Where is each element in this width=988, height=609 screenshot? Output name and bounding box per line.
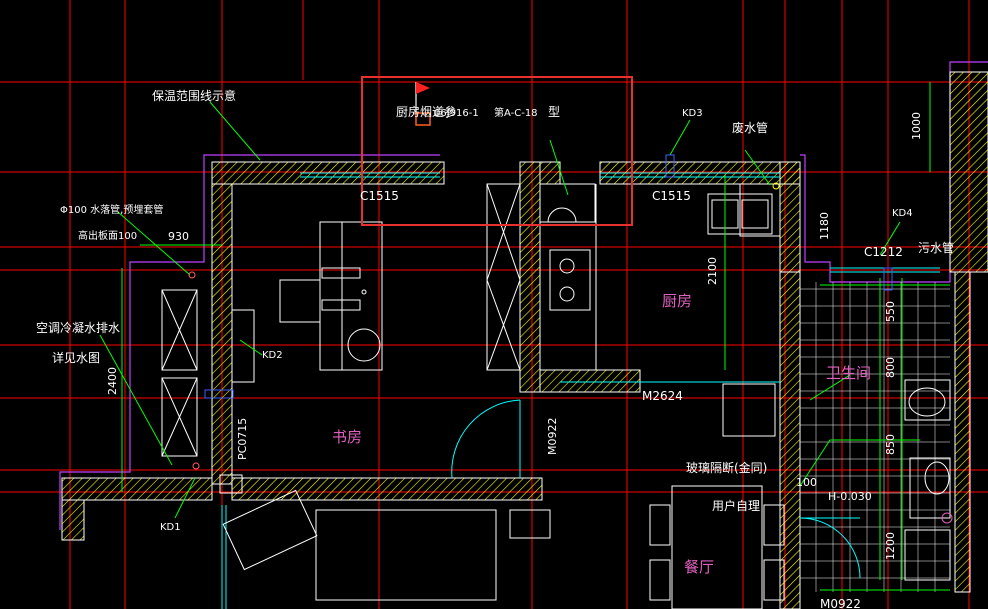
pipe-note-2-label: 高出板面100	[78, 229, 137, 242]
dim-1000-label: 1000	[910, 112, 923, 140]
ac-note-1-label: 空调冷凝水排水	[36, 320, 120, 335]
m2624-label: M2624	[642, 389, 683, 403]
room-dining-label: 餐厅	[684, 558, 714, 576]
dim-1180-label: 1180	[818, 212, 831, 240]
c1212-label: C1212	[864, 245, 903, 259]
doors	[451, 399, 861, 579]
kitchen-flue-label: 厨房烟道参	[396, 104, 456, 119]
ac-note-2-label: 详见水图	[52, 350, 100, 365]
ac-shaft	[161, 289, 198, 457]
m0922-label: M0922	[546, 418, 559, 456]
kd3-label: KD3	[682, 108, 703, 119]
flag-icon[interactable]	[415, 82, 431, 126]
flue-type-suffix-label: 型	[548, 105, 560, 119]
dim-550-label: 550	[884, 301, 897, 322]
room-kitchen-label: 厨房	[662, 292, 692, 310]
flue-type-label: 第A-C-18	[494, 106, 538, 119]
flue-ref-label: 06J916-1	[434, 108, 479, 119]
dim-850-label: 850	[884, 434, 897, 455]
dim-2400-label: 2400	[106, 367, 119, 395]
dim-100-label: 100	[796, 476, 817, 489]
windows	[221, 172, 940, 609]
selection-highlight-box[interactable]	[361, 76, 633, 226]
kitchen-flue-shaft	[486, 183, 596, 371]
kd1-label: KD1	[160, 522, 181, 533]
walls	[61, 71, 988, 609]
c1515-right-label: C1515	[652, 189, 691, 203]
h-level-label: H-0.030	[828, 490, 872, 503]
dim-2100-label: 2100	[706, 257, 719, 285]
m0922-bottom-label: M0922	[820, 597, 861, 609]
kd2-label: KD2	[262, 350, 283, 361]
glass-partition-label: 玻璃隔断(金同)	[686, 460, 767, 475]
bathroom-floor-tiles	[800, 282, 950, 592]
room-bathroom-label: 卫生间	[826, 364, 871, 382]
dim-800-label: 800	[884, 357, 897, 378]
room-study-label: 书房	[332, 428, 362, 446]
bathroom-fixtures	[904, 379, 953, 581]
dim-1200-label: 1200	[884, 532, 897, 560]
markers	[188, 154, 893, 470]
insulation-note-label: 保温范围线示意	[152, 88, 236, 103]
waste-pipe-label: 废水管	[732, 120, 768, 135]
sewage-pipe-label: 污水管	[918, 240, 954, 255]
pc0715-label: PC0715	[236, 418, 249, 460]
pipe-note-1-label: Φ100 水落管,预埋套管	[60, 203, 163, 216]
dim-930-label: 930	[168, 230, 189, 243]
study-desk	[219, 221, 551, 601]
c1515-left-label: C1515	[360, 189, 399, 203]
user-self-label: 用户自理	[712, 498, 760, 513]
dining-furniture	[649, 485, 785, 609]
kd4-label: KD4	[892, 208, 913, 219]
leader-lines	[99, 82, 950, 591]
